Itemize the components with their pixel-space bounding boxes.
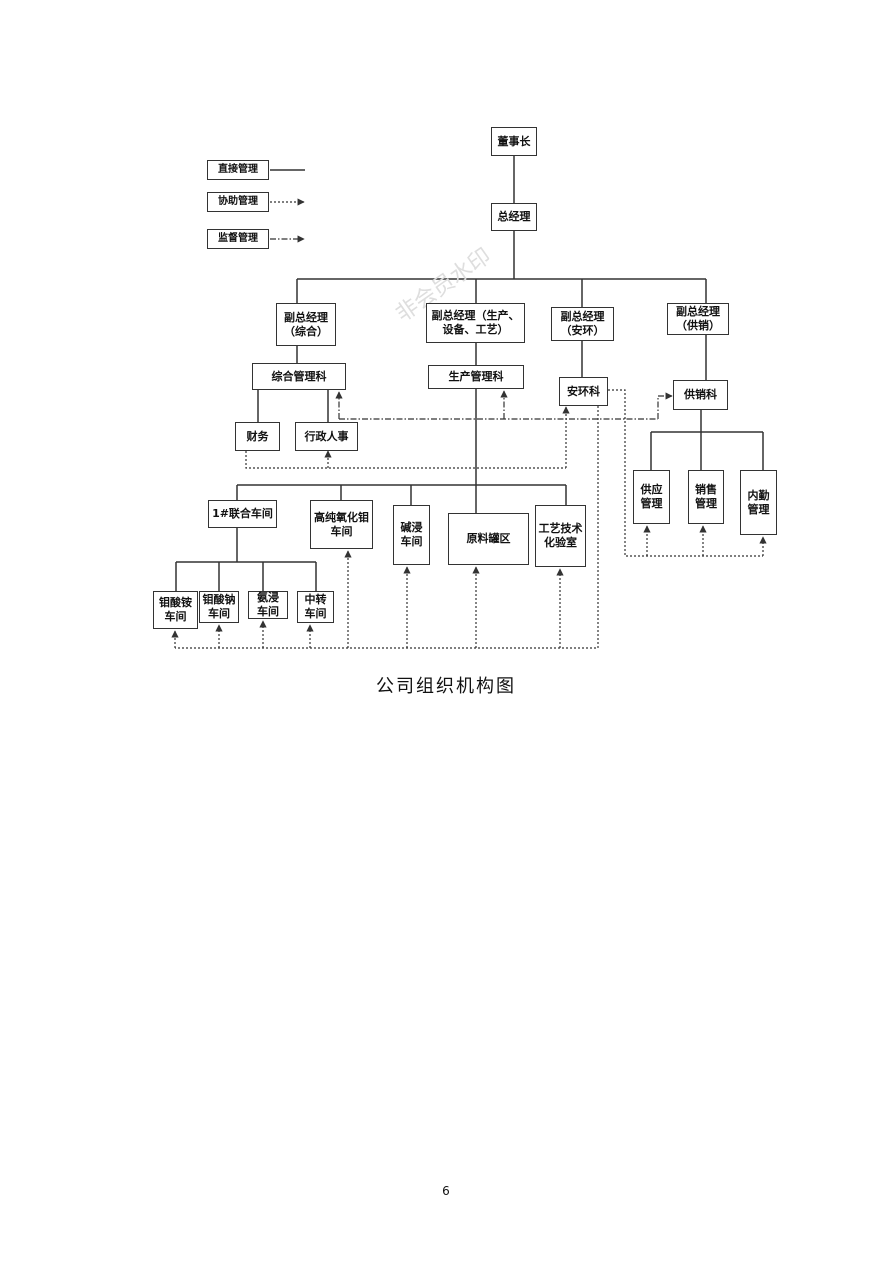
- chairman-node: 董事长: [491, 127, 537, 156]
- supply-dept-node: 供销科: [673, 380, 728, 410]
- gm-node: 总经理: [491, 203, 537, 231]
- supply-mgmt-node: 供应 管理: [633, 470, 670, 524]
- safety-dept-node: 安环科: [559, 377, 608, 406]
- direct-lines: [175, 156, 764, 591]
- production-dept-node: 生产管理科: [428, 365, 524, 389]
- raw-tank-area-node: 原料罐区: [448, 513, 529, 565]
- vp-production-node: 副总经理（生产、 设备、工艺）: [426, 303, 525, 343]
- sod-molybdate-node: 钼酸钠 车间: [199, 591, 239, 623]
- page-number: 6: [442, 1184, 450, 1198]
- figure-caption: 公司组织机构图: [376, 676, 516, 697]
- hp-moo3-workshop-node: 高纯氧化钼 车间: [310, 500, 373, 549]
- process-lab-node: 工艺技术 化验室: [535, 505, 586, 567]
- legend-assist-label: 协助管理: [207, 192, 269, 212]
- transfer-node: 中转 车间: [297, 591, 334, 623]
- amm-molybdate-node: 钼酸铵 车间: [153, 591, 198, 629]
- alkali-workshop-node: 碱浸 车间: [393, 505, 430, 565]
- supervise-lines: [335, 390, 673, 420]
- internal-mgmt-node: 内勤 管理: [740, 470, 777, 535]
- vp-general-node: 副总经理 （综合）: [276, 303, 336, 346]
- legend-supervise-label: 监督管理: [207, 229, 269, 249]
- joint-workshop-node: 1#联合车间: [208, 500, 277, 528]
- assist-lines: [171, 389, 767, 649]
- legend: [270, 169, 305, 243]
- ammonia-leach-node: 氨浸 车间: [248, 591, 288, 619]
- finance-node: 财务: [235, 422, 280, 451]
- vp-supply-node: 副总经理 （供销）: [667, 303, 729, 335]
- sales-mgmt-node: 销售 管理: [688, 470, 724, 524]
- admin-hr-node: 行政人事: [295, 422, 358, 451]
- general-dept-node: 综合管理科: [252, 363, 346, 390]
- vp-safety-node: 副总经理 （安环）: [551, 307, 614, 341]
- legend-direct-label: 直接管理: [207, 160, 269, 180]
